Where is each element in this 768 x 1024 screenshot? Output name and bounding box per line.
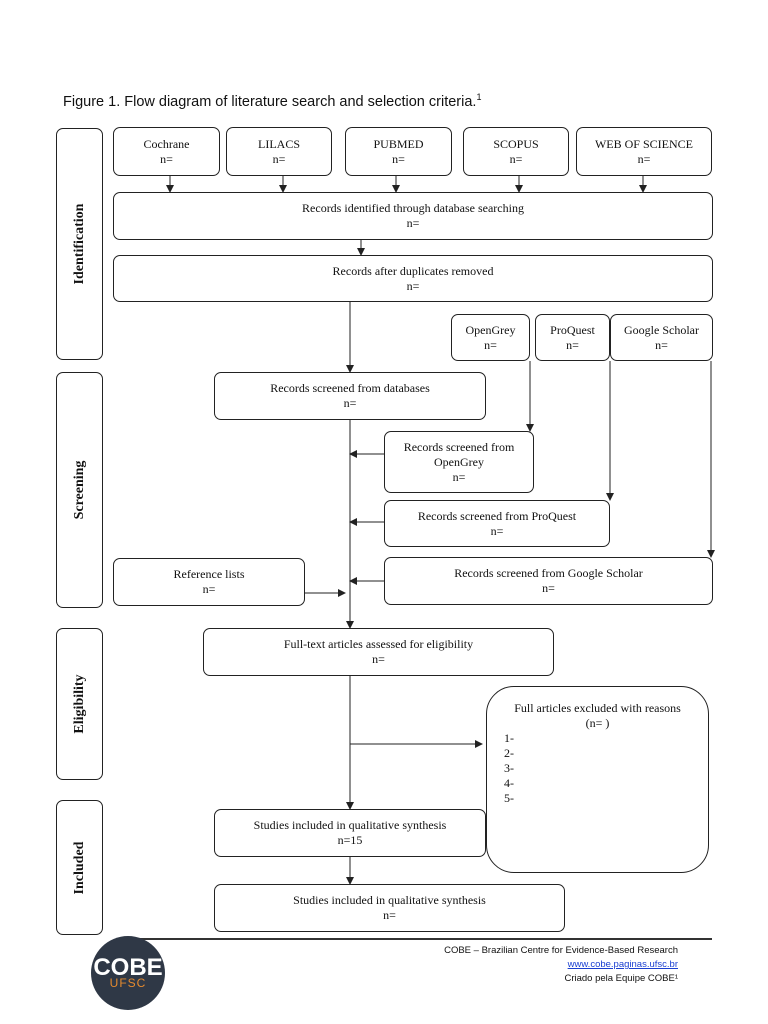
db-pubmed-name: PUBMED bbox=[373, 136, 424, 151]
figure-title-text: Figure 1. Flow diagram of literature sea… bbox=[63, 93, 477, 110]
db-scopus-name: SCOPUS bbox=[493, 136, 539, 151]
stage-included: Included bbox=[56, 800, 103, 935]
db-web-of-science-n: n= bbox=[637, 151, 651, 166]
records-deduplicated-n: n= bbox=[406, 278, 420, 293]
excluded-reason-4: 4- bbox=[504, 776, 514, 790]
records-deduplicated-box: Records after duplicates removed n= bbox=[113, 255, 713, 302]
source-opengrey-name: OpenGrey bbox=[465, 322, 516, 337]
screened-opengrey-n: n= bbox=[452, 469, 466, 484]
fulltext-n: n= bbox=[372, 652, 385, 666]
reference-lists-n: n= bbox=[202, 582, 216, 596]
screened-opengrey-line2: OpenGrey bbox=[434, 454, 484, 469]
excluded-reason-3: 3- bbox=[504, 761, 514, 775]
source-google-scholar-n: n= bbox=[655, 337, 668, 352]
excluded-header: Full articles excluded with reasons (n= … bbox=[487, 701, 708, 731]
stage-eligibility: Eligibility bbox=[56, 628, 103, 780]
figure-title: Figure 1. Flow diagram of literature sea… bbox=[63, 92, 481, 110]
screened-databases-n: n= bbox=[343, 396, 357, 410]
source-google-scholar: Google Scholar n= bbox=[610, 314, 713, 361]
records-identified-n: n= bbox=[406, 216, 420, 230]
reference-lists-label: Reference lists bbox=[173, 567, 245, 581]
db-scopus-n: n= bbox=[509, 151, 523, 166]
db-cochrane-n: n= bbox=[160, 151, 173, 166]
db-pubmed-n: n= bbox=[392, 151, 405, 166]
source-proquest: ProQuest n= bbox=[535, 314, 610, 361]
footer-divider bbox=[130, 938, 712, 940]
screened-databases-box: Records screened from databases n= bbox=[214, 372, 486, 420]
excluded-reason-5: 5- bbox=[504, 791, 514, 805]
included-qualitative-box: Studies included in qualitative synthesi… bbox=[214, 809, 486, 857]
source-opengrey: OpenGrey n= bbox=[451, 314, 530, 361]
screened-databases-label: Records screened from databases bbox=[270, 381, 430, 395]
source-proquest-name: ProQuest bbox=[550, 322, 595, 337]
reference-lists-box: Reference lists n= bbox=[113, 558, 305, 606]
db-web-of-science-name: WEB OF SCIENCE bbox=[594, 136, 693, 151]
screened-proquest-label: Records screened from ProQuest bbox=[417, 508, 577, 523]
stage-identification: Identification bbox=[56, 128, 103, 360]
screened-google-n: n= bbox=[542, 581, 555, 595]
source-proquest-n: n= bbox=[566, 337, 579, 352]
figure-title-footnote: 1 bbox=[476, 92, 482, 102]
footer-credit: Criado pela Equipe COBE¹ bbox=[564, 973, 678, 984]
db-lilacs: LILACS n= bbox=[226, 127, 332, 176]
excluded-reason-2: 2- bbox=[504, 746, 514, 760]
records-identified-label: Records identified through database sear… bbox=[302, 201, 524, 215]
db-cochrane-name: Cochrane bbox=[143, 136, 190, 151]
excluded-reason-1: 1- bbox=[504, 731, 514, 745]
db-scopus: SCOPUS n= bbox=[463, 127, 569, 176]
included-final-n: n= bbox=[383, 908, 396, 922]
db-lilacs-n: n= bbox=[272, 151, 286, 166]
cobe-logo-text: COBE bbox=[93, 954, 163, 981]
excluded-box: Full articles excluded with reasons (n= … bbox=[486, 686, 709, 873]
db-web-of-science: WEB OF SCIENCE n= bbox=[576, 127, 712, 176]
included-qualitative-label: Studies included in qualitative synthesi… bbox=[253, 818, 447, 832]
fulltext-box: Full-text articles assessed for eligibil… bbox=[203, 628, 554, 676]
screened-google-label: Records screened from Google Scholar bbox=[454, 566, 643, 580]
footer-org: COBE – Brazilian Centre for Evidence-Bas… bbox=[444, 945, 678, 956]
cobe-logo: COBE UFSC bbox=[91, 936, 165, 1010]
records-deduplicated-label: Records after duplicates removed bbox=[332, 263, 494, 278]
screened-google-box: Records screened from Google Scholar n= bbox=[384, 557, 713, 605]
screened-opengrey-box: Records screened from OpenGrey n= bbox=[384, 431, 534, 493]
included-qualitative-n: n=15 bbox=[337, 833, 363, 847]
source-google-scholar-name: Google Scholar bbox=[624, 322, 699, 337]
included-final-box: Studies included in qualitative synthesi… bbox=[214, 884, 565, 932]
screened-proquest-box: Records screened from ProQuest n= bbox=[384, 500, 610, 547]
fulltext-label: Full-text articles assessed for eligibil… bbox=[283, 637, 474, 651]
db-cochrane: Cochrane n= bbox=[113, 127, 220, 176]
excluded-label: Full articles excluded with reasons bbox=[514, 701, 681, 715]
records-identified-box: Records identified through database sear… bbox=[113, 192, 713, 240]
stage-screening: Screening bbox=[56, 372, 103, 608]
footer-info: COBE – Brazilian Centre for Evidence-Bas… bbox=[444, 944, 678, 986]
included-final-label: Studies included in qualitative synthesi… bbox=[293, 893, 486, 907]
excluded-n: (n= ) bbox=[585, 716, 610, 730]
footer-url-link[interactable]: www.cobe.paginas.ufsc.br bbox=[567, 959, 678, 970]
db-pubmed: PUBMED n= bbox=[345, 127, 452, 176]
db-lilacs-name: LILACS bbox=[258, 136, 300, 151]
excluded-reasons-list: 1- 2- 3- 4- 5- bbox=[504, 731, 514, 806]
source-opengrey-n: n= bbox=[484, 337, 497, 352]
screened-opengrey-line1: Records screened from bbox=[403, 439, 515, 454]
cobe-logo-subtext: UFSC bbox=[109, 976, 147, 990]
screened-proquest-n: n= bbox=[490, 523, 504, 538]
